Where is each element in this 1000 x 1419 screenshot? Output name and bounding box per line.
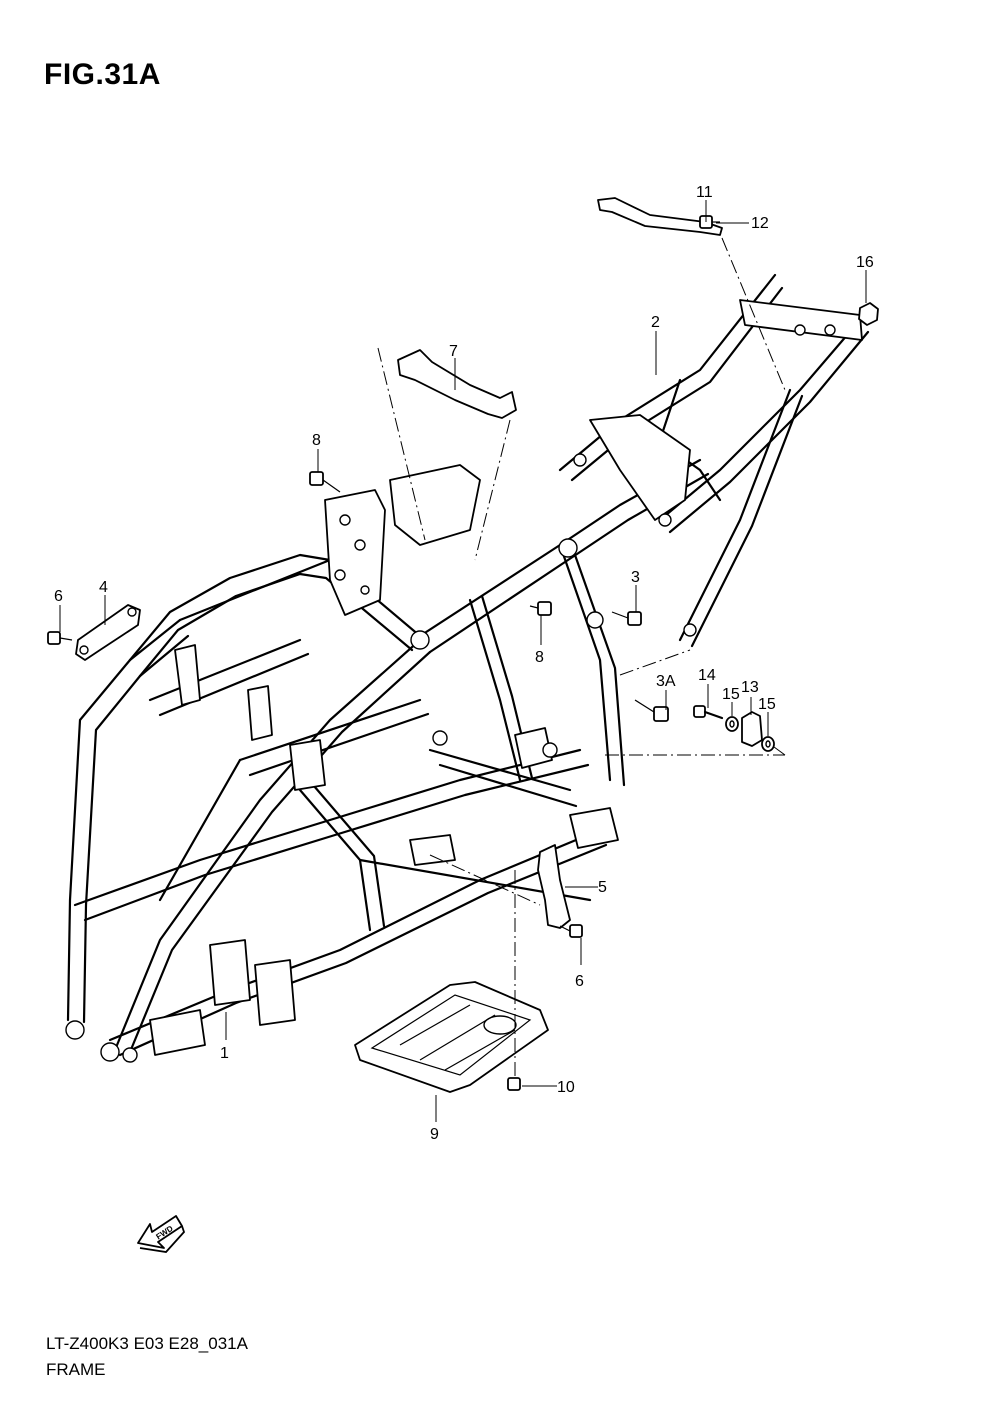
assembly-lines	[377, 237, 786, 1078]
bolt-8-lower-drawing	[529, 601, 552, 616]
callout-7: 7	[449, 343, 458, 360]
rear-frame-drawing	[558, 273, 870, 648]
figure-title: FIG.31A	[44, 58, 161, 91]
callout-3a: 3A	[656, 673, 676, 690]
callout-13: 13	[741, 679, 759, 696]
bracket-5-drawing	[537, 844, 571, 929]
callout-8-upper: 8	[312, 432, 321, 449]
callout-3: 3	[631, 569, 640, 586]
bolt-6-right-drawing	[559, 924, 583, 938]
callout-14: 14	[698, 667, 716, 684]
bolt-10-drawing	[507, 1077, 521, 1091]
bush-13-drawing	[741, 711, 763, 747]
callout-9: 9	[430, 1126, 439, 1143]
callout-10: 10	[557, 1079, 575, 1096]
bolt-3-drawing	[611, 611, 642, 626]
callout-5: 5	[598, 879, 607, 896]
bolt-6-left-drawing	[47, 631, 73, 645]
main-frame-drawing	[65, 458, 710, 1063]
callout-8-lower: 8	[535, 649, 544, 666]
callout-15-left: 15	[722, 686, 740, 703]
callout-12: 12	[751, 215, 769, 232]
skid-plate-9-drawing	[354, 981, 549, 1093]
callout-6-right: 6	[575, 973, 584, 990]
stay-7-drawing	[397, 349, 517, 419]
forward-arrow-icon: FWD	[137, 1215, 186, 1253]
callout-1: 1	[220, 1045, 229, 1062]
callout-2: 2	[651, 314, 660, 331]
bolt-8-upper-drawing	[309, 471, 341, 493]
nut-16-drawing	[858, 302, 879, 326]
callout-11: 11	[696, 184, 713, 201]
callout-labels: 1 2 3 3A 4 5 6 6 7 8 8 9 10 11 12 13 14 …	[54, 184, 874, 1143]
model-code: LT-Z400K3 E03 E28_031A	[46, 1334, 248, 1353]
bracket-11-drawing	[597, 197, 723, 236]
callout-4: 4	[99, 579, 108, 596]
bolt-3a-drawing	[634, 699, 669, 722]
callout-6-left: 6	[54, 588, 63, 605]
leader-lines	[59, 200, 867, 1122]
bracket-4-drawing	[75, 604, 141, 661]
bolt-14-drawing	[693, 705, 724, 720]
callout-16: 16	[856, 254, 874, 271]
callout-15-right: 15	[758, 696, 776, 713]
section-name: FRAME	[46, 1360, 106, 1379]
